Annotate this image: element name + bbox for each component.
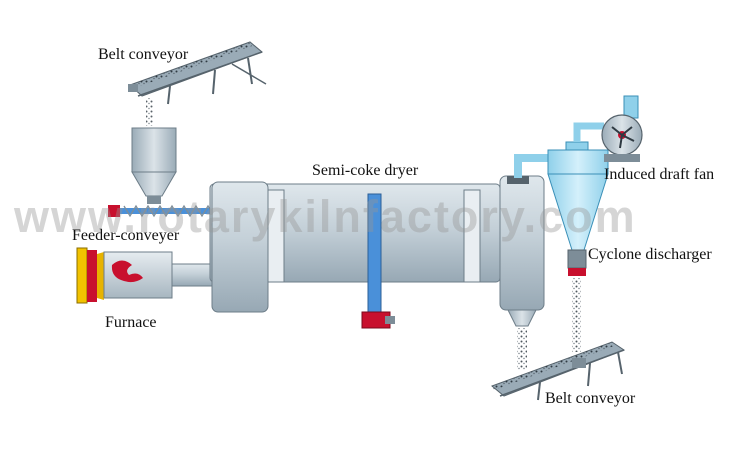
label-cyclone-discharger: Cyclone discharger	[588, 246, 712, 263]
label-induced-draft-fan: Induced draft fan	[604, 166, 715, 183]
material-discharge-streams	[517, 278, 581, 370]
cyclone	[547, 141, 609, 276]
label-feeder-conveyer: Feeder-conveyer	[72, 227, 180, 244]
semi-coke-dryer-drum	[209, 175, 545, 329]
exhaust-duct	[514, 154, 550, 178]
label-semi-coke-dryer: Semi-coke dryer	[312, 162, 419, 179]
feed-hopper	[131, 127, 177, 204]
induced-draft-fan	[573, 95, 643, 162]
watermark: www.rotarykilnfactory.com	[14, 191, 637, 242]
belt-conveyor-bottom	[491, 341, 626, 401]
label-furnace: Furnace	[105, 314, 157, 331]
label-belt-conveyor-top: Belt conveyor	[98, 46, 189, 63]
feeder-screw-conveyer	[108, 204, 215, 218]
furnace	[76, 247, 213, 304]
label-belt-conveyor-bottom: Belt conveyor	[545, 390, 636, 407]
belt-conveyor-top	[128, 41, 267, 126]
